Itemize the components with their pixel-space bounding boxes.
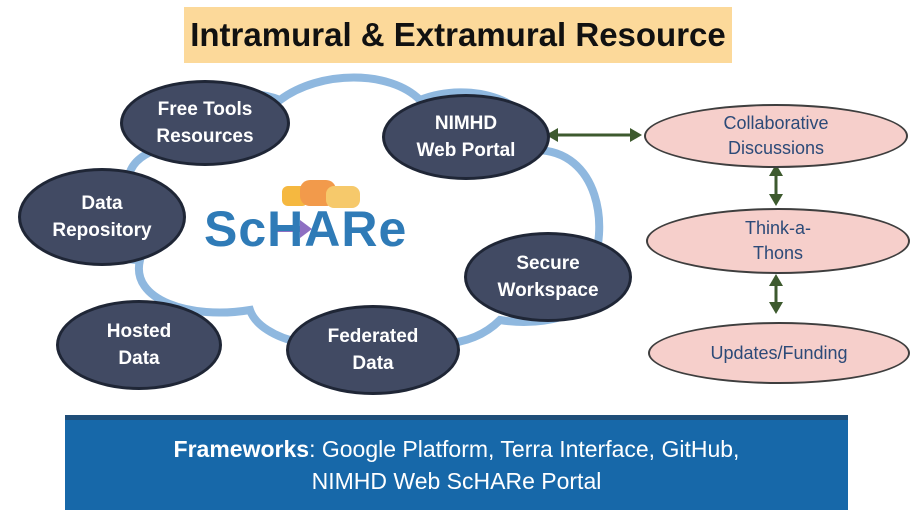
connector-collaborative-thinkathons	[769, 164, 783, 206]
connector-thinkathons-updates	[769, 274, 783, 314]
node-label: Secure Workspace	[497, 253, 599, 301]
event-label: Updates/Funding	[710, 342, 848, 363]
node-label: Data Repository	[52, 193, 152, 241]
event-label: Think-a- Thons	[744, 218, 811, 263]
frameworks-line2: NIMHD Web ScHARe Portal	[311, 468, 602, 494]
node-federated-data: Federated Data	[286, 305, 460, 395]
schare-logo-mark	[272, 180, 360, 238]
frameworks-label: Frameworks	[173, 436, 310, 462]
page-title: Intramural & Extramural Resource	[190, 16, 726, 53]
event-updates-funding: Updates/Funding	[648, 322, 910, 384]
node-free-tools-resources: Free Tools Resources	[120, 80, 290, 166]
node-hosted-data: Hosted Data	[56, 300, 222, 390]
node-label: Free Tools Resources	[156, 99, 254, 147]
title-banner: Intramural & Extramural Resource	[184, 7, 732, 63]
node-label: Hosted Data	[106, 321, 172, 369]
node-label: Federated Data	[327, 326, 419, 374]
event-think-a-thons: Think-a- Thons	[646, 208, 910, 274]
frameworks-line1: : Google Platform, Terra Interface, GitH…	[309, 436, 740, 462]
frameworks-banner: Frameworks: Google Platform, Terra Inter…	[65, 415, 848, 510]
node-nimhd-web-portal: NIMHD Web Portal	[382, 94, 550, 180]
connector-portal-collaborative	[546, 128, 642, 142]
node-data-repository: Data Repository	[18, 168, 186, 266]
event-label: Collaborative Discussions	[723, 113, 829, 158]
event-collaborative-discussions: Collaborative Discussions	[644, 104, 908, 168]
node-secure-workspace: Secure Workspace	[464, 232, 632, 322]
schare-logo-text: ScHARe	[204, 201, 408, 257]
node-label: NIMHD Web Portal	[416, 113, 516, 161]
frameworks-text: Frameworks: Google Platform, Terra Inter…	[174, 433, 740, 497]
